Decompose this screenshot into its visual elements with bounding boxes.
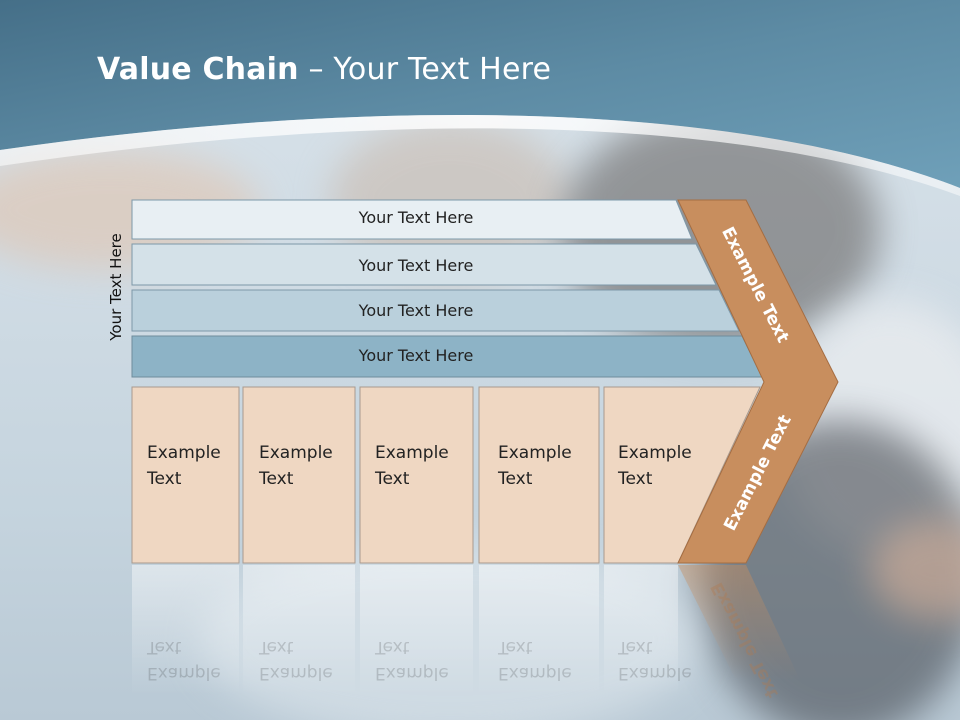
label-line: Text	[498, 637, 533, 657]
label-line: Text	[147, 637, 182, 657]
label-line: Example	[375, 663, 449, 683]
margin-chevron	[677, 199, 839, 564]
label-line: Text	[498, 469, 533, 489]
label-line: Text	[375, 637, 410, 657]
label-line: Text	[259, 637, 294, 657]
label-line: Example	[259, 663, 333, 683]
column-reflection	[360, 565, 473, 695]
label-line: Text	[618, 469, 653, 489]
title-rest: – Your Text Here	[298, 52, 552, 87]
label-line: Example	[259, 443, 333, 463]
label-line: Example	[498, 443, 572, 463]
primary-column-2	[242, 386, 356, 564]
primary-column-1	[131, 386, 240, 564]
support-bar-label: Your Text Here	[358, 256, 474, 275]
support-bar-3	[131, 289, 740, 332]
column-reflection	[132, 565, 239, 695]
column-reflection	[604, 565, 678, 695]
column-reflection	[243, 565, 355, 695]
label-line: Example	[618, 663, 692, 683]
primary-column-label-reflection: Example Text	[498, 634, 598, 686]
primary-column-label-reflection: Example Text	[375, 634, 475, 686]
primary-column-4	[478, 386, 600, 564]
label-line: Text	[375, 469, 410, 489]
label-line: Example	[618, 443, 692, 463]
support-bar-1	[131, 199, 693, 240]
label-line: Text	[259, 469, 294, 489]
support-bar-label: Your Text Here	[358, 208, 474, 227]
chevron-reflection	[678, 565, 800, 680]
support-bar-label: Your Text Here	[358, 301, 474, 320]
slide-title: Value Chain – Your Text Here	[97, 52, 551, 87]
label-line: Example	[147, 663, 221, 683]
primary-column-label-reflection: Example Text	[147, 634, 247, 686]
primary-column-label-reflection: Example Text	[618, 634, 718, 686]
label-line: Example	[498, 663, 572, 683]
label-line: Example	[375, 443, 449, 463]
column-reflection	[479, 565, 599, 695]
primary-column-label-reflection: Example Text	[259, 634, 359, 686]
label-line: Text	[618, 637, 653, 657]
header-band	[0, 0, 960, 196]
support-bar-label: Your Text Here	[358, 346, 474, 365]
label-line: Text	[147, 469, 182, 489]
title-bold: Value Chain	[97, 52, 299, 87]
primary-column-3	[359, 386, 474, 564]
label-line: Example	[147, 443, 221, 463]
support-bar-2	[131, 243, 717, 286]
